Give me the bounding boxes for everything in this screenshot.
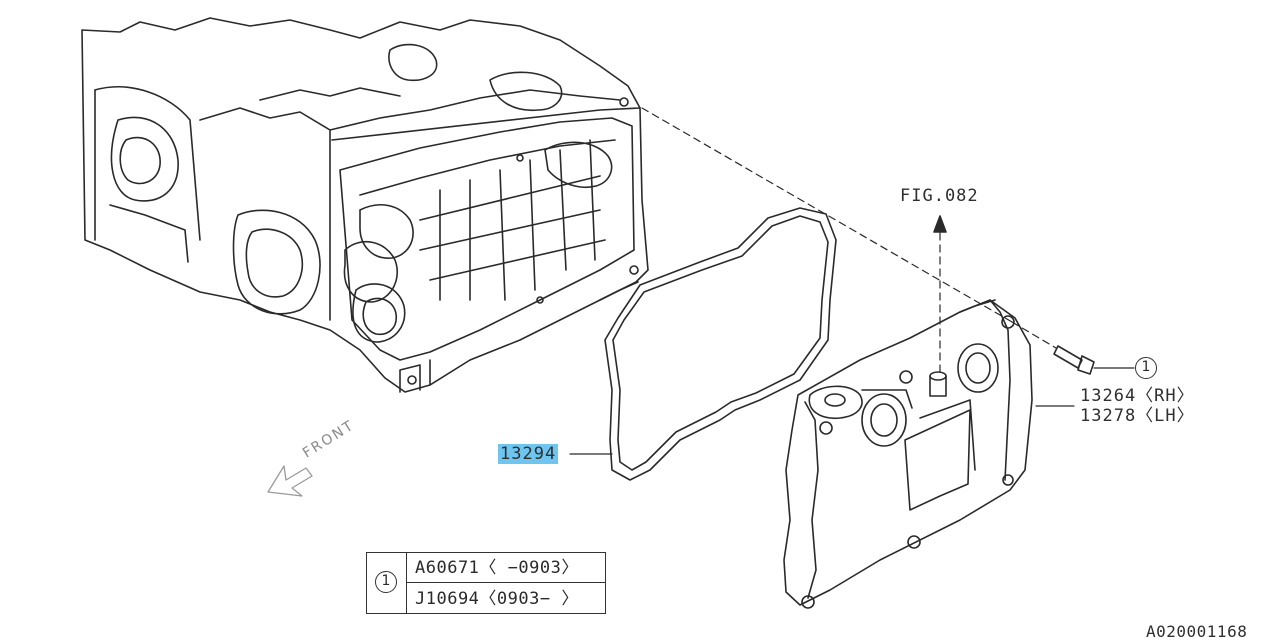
front-direction-arrow <box>267 465 313 497</box>
rocker-cover-drawing <box>783 299 1033 609</box>
ref-table-row[interactable]: J10694〈0903− 〉 <box>415 589 579 609</box>
fig-reference-arrow <box>933 215 947 373</box>
bolt-callout-key: 1 <box>1135 357 1157 379</box>
rocker-cover-gasket-drawing <box>604 207 837 481</box>
ref-table-row[interactable]: A60671〈 −0903〉 <box>407 553 605 583</box>
lh-cover-part-number[interactable]: 13278〈LH〉 <box>1080 406 1195 426</box>
ref-table-key-cell: 1 <box>367 553 407 613</box>
bolt-drawing <box>1011 321 1135 375</box>
cylinder-head-drawing <box>81 17 649 393</box>
gasket-part-number[interactable]: 13294 <box>498 444 559 464</box>
bolt-reference-table: 1 A60671〈 −0903〉 J10694〈0903− 〉 <box>366 552 606 614</box>
rh-cover-part-number[interactable]: 13264〈RH〉 <box>1080 386 1195 406</box>
fig-reference-label[interactable]: FIG.082 <box>900 186 979 206</box>
ref-table-callout-key: 1 <box>375 571 397 593</box>
diagram-id: A020001168 <box>1146 622 1248 641</box>
gasket-part-number-highlight[interactable]: 13294 <box>498 444 559 464</box>
